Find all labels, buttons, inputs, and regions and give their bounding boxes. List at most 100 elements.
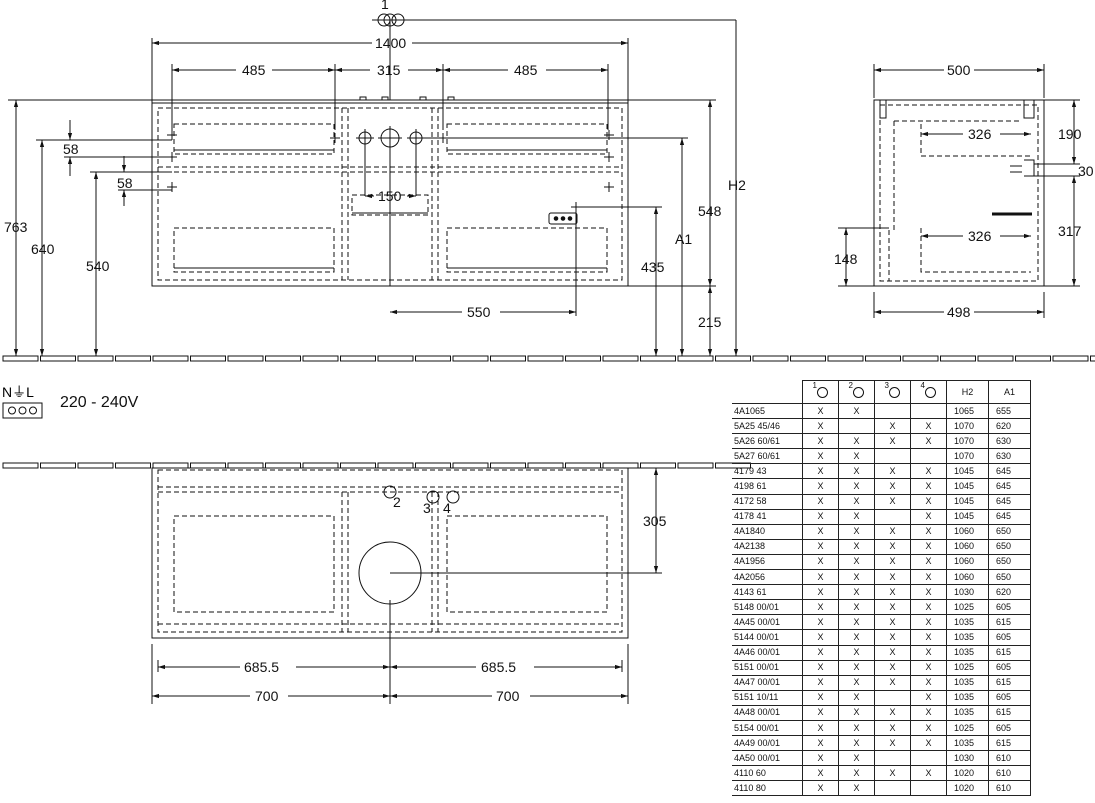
header-tap-4: 4 xyxy=(910,380,947,404)
dim-right-548: 548 xyxy=(698,203,722,219)
dim-side-inner-upper: 326 xyxy=(968,126,992,142)
table-cell: 1060 xyxy=(946,523,989,540)
floor-segment xyxy=(190,462,226,469)
floor-segment xyxy=(527,462,564,469)
table-cell: 650 xyxy=(988,569,1031,586)
model-cell: 4110 80 xyxy=(732,780,803,797)
table-cell xyxy=(874,689,911,706)
dim-half-inner-left: 685.5 xyxy=(244,659,279,675)
table-cell xyxy=(874,780,911,797)
table-cell: X xyxy=(910,569,947,586)
model-cell: 4198 61 xyxy=(732,478,803,495)
floor-segment xyxy=(265,355,301,362)
table-cell: 1025 xyxy=(946,659,989,676)
header-h2: H2 xyxy=(946,380,989,404)
floor-segment xyxy=(715,355,751,362)
table-cell: 1030 xyxy=(946,750,989,767)
table-cell: 1035 xyxy=(946,735,989,752)
table-cell: X xyxy=(838,629,875,646)
plan-right-drawer xyxy=(446,515,608,613)
table-cell: X xyxy=(802,765,839,782)
table-cell: 630 xyxy=(988,448,1031,465)
table-cell: 615 xyxy=(988,644,1031,661)
table-cell: 1060 xyxy=(946,569,989,586)
table-cell: X xyxy=(838,780,875,797)
table-cell: X xyxy=(838,584,875,601)
upper-right-drawer xyxy=(446,123,608,155)
table-cell: X xyxy=(874,569,911,586)
table-cell: X xyxy=(910,553,947,571)
model-cell: 4178 41 xyxy=(732,508,803,525)
voltage-label: 220 - 240V xyxy=(60,394,139,411)
table-cell: X xyxy=(910,463,947,480)
table-cell: X xyxy=(910,523,947,540)
table-cell: X xyxy=(838,765,875,782)
plan-dimension-labels: 305 2 3 4 685.5 685.5 700 700 xyxy=(244,494,667,704)
table-cell: X xyxy=(874,599,911,616)
table-cell: 1030 xyxy=(946,584,989,601)
table-cell: 650 xyxy=(988,538,1031,555)
table-cell: 610 xyxy=(988,750,1031,767)
front-dimensions xyxy=(8,13,739,356)
model-cell: 4A47 00/01 xyxy=(732,674,803,691)
floor-segment xyxy=(152,355,189,362)
table-cell: X xyxy=(874,553,911,571)
lower-left-drawer xyxy=(173,227,335,273)
power-socket xyxy=(548,212,578,225)
table-cell xyxy=(874,508,911,525)
table-cell: X xyxy=(910,689,947,706)
table-cell: X xyxy=(910,629,947,646)
dim-side-step: 30 xyxy=(1078,163,1094,179)
table-cell: X xyxy=(838,689,875,706)
table-cell: X xyxy=(802,538,839,555)
dim-half-outer-left: 700 xyxy=(255,688,279,704)
table-cell: 655 xyxy=(988,402,1031,420)
floor-segment xyxy=(565,355,601,362)
table-cell: X xyxy=(874,463,911,480)
table-cell: X xyxy=(910,433,947,450)
table-cell: X xyxy=(910,418,947,435)
floor-segment xyxy=(152,462,189,469)
table-cell xyxy=(910,402,947,420)
table-cell: 1020 xyxy=(946,765,989,782)
model-cell: 5144 00/01 xyxy=(732,629,803,646)
table-cell: X xyxy=(802,584,839,601)
floor-segment xyxy=(1090,355,1095,362)
table-cell: X xyxy=(838,433,875,450)
table-cell: 605 xyxy=(988,719,1031,737)
floor-segment xyxy=(1052,355,1089,362)
floor-segment xyxy=(2,355,39,362)
table-cell: X xyxy=(838,735,875,752)
dim-height-640: 640 xyxy=(31,241,55,257)
spec-table-header: 1 2 3 4 H2 A1 xyxy=(732,380,1031,404)
table-cell: 1045 xyxy=(946,493,989,510)
floor-segment xyxy=(227,355,264,362)
tap-icon: 4 xyxy=(921,381,937,399)
model-cell: 4A45 00/01 xyxy=(732,614,803,631)
table-cell: X xyxy=(874,433,911,450)
floor-segment xyxy=(340,462,376,469)
table-cell: X xyxy=(910,719,947,737)
table-cell: X xyxy=(874,629,911,646)
table-cell: 615 xyxy=(988,674,1031,691)
floor-segment xyxy=(640,462,676,469)
table-cell: X xyxy=(874,493,911,510)
table-cell: 1035 xyxy=(946,644,989,661)
table-cell: X xyxy=(802,448,839,465)
tap-icon: 1 xyxy=(813,381,829,399)
table-cell: 650 xyxy=(988,553,1031,571)
table-cell: 620 xyxy=(988,584,1031,601)
table-cell: X xyxy=(802,508,839,525)
floor-segment xyxy=(827,355,864,362)
floor-segment xyxy=(902,355,939,362)
floor-segment xyxy=(602,355,639,362)
table-cell: X xyxy=(802,735,839,752)
header-tap-3: 3 xyxy=(874,380,911,404)
table-cell xyxy=(910,448,947,465)
model-cell: 4A48 00/01 xyxy=(732,704,803,721)
table-cell: X xyxy=(838,508,875,525)
